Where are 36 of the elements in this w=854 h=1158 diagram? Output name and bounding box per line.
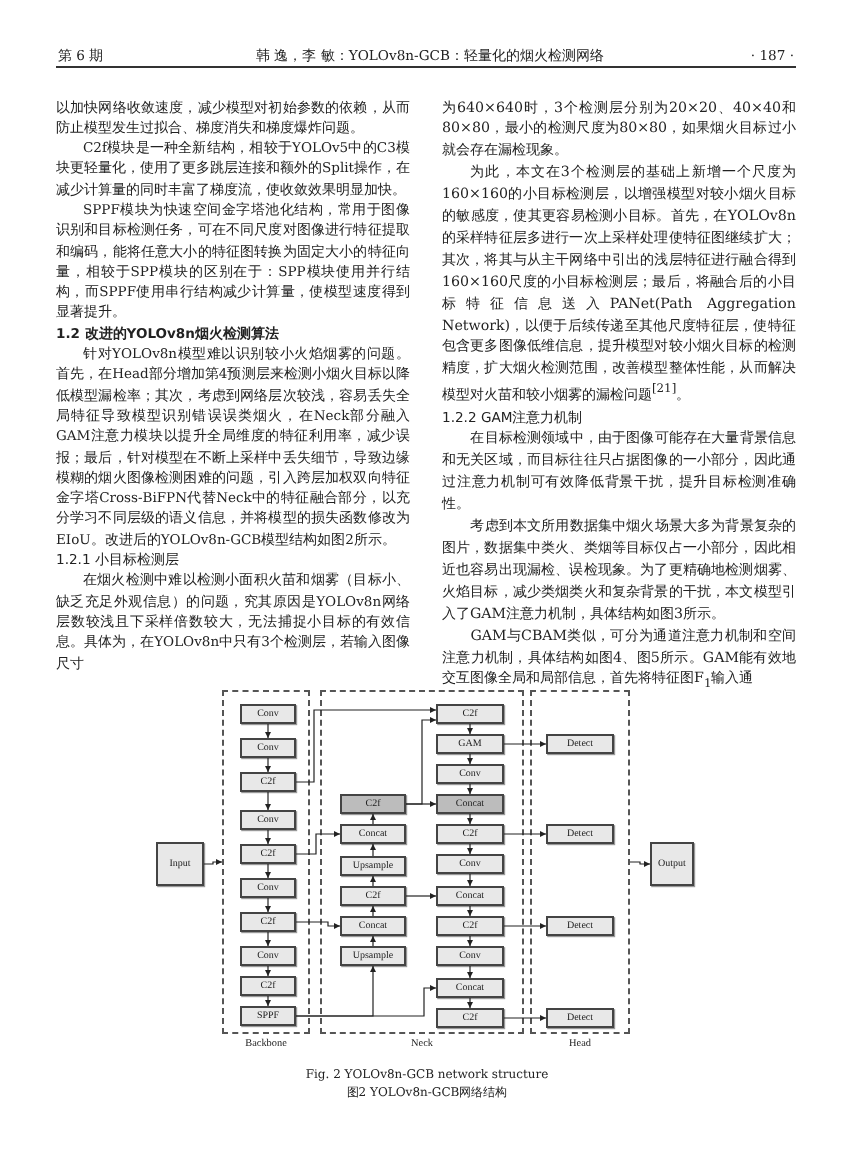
arrow [466,935,474,947]
arrow [264,995,272,1007]
arrow [369,813,377,825]
arrow [503,922,547,930]
arrow [369,905,377,917]
arrow [295,984,437,1017]
arrow [466,783,474,795]
arrow [264,757,272,773]
arrow [369,935,377,947]
arrow [466,723,474,735]
arrow [369,875,377,887]
arrow [629,860,651,868]
arrow [264,897,272,913]
arrow [295,706,437,783]
arrow [466,905,474,917]
arrow [466,965,474,979]
arrow [503,740,547,748]
arrow [264,723,272,739]
arrow [369,843,377,857]
arrow [264,829,272,845]
arrow [295,830,341,855]
arrow [203,858,223,866]
arrow [264,965,272,977]
arrow [503,830,547,838]
arrow [466,997,474,1009]
arrow [466,753,474,765]
arrow [405,892,437,900]
arrow [264,931,272,947]
arrow [264,791,272,811]
arrow [295,921,341,930]
arrow [466,843,474,855]
arrow [264,863,272,879]
arrow [503,1014,547,1022]
arrow [466,873,474,887]
arrow [405,800,437,808]
arrow [466,813,474,825]
